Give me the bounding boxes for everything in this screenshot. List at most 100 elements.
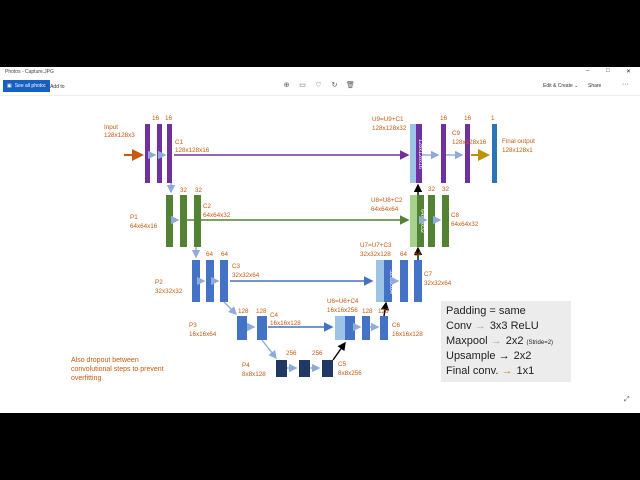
- minimize-icon[interactable]: –: [586, 68, 590, 74]
- see-all-label: See all photos: [14, 83, 47, 89]
- dropout-note: Also dropout between convolutional steps…: [71, 357, 164, 382]
- p4-block: [276, 360, 287, 377]
- c4-block: [257, 316, 267, 340]
- legend-padding: Padding = same: [446, 305, 526, 317]
- ch-16: 16: [152, 115, 160, 122]
- c9-shape: 128x128x16: [452, 139, 487, 146]
- u6-block: [345, 316, 355, 340]
- close-icon[interactable]: ✕: [626, 69, 632, 75]
- favorite-icon[interactable]: ♡: [315, 82, 322, 89]
- c6-block-a: [362, 316, 370, 340]
- more-options-icon[interactable]: ···: [622, 81, 629, 88]
- edit-create-label: Edit & Create: [543, 83, 573, 89]
- c7-block-b: [414, 260, 422, 302]
- p4-label: P4: [242, 362, 250, 369]
- rotate-icon[interactable]: ↻: [331, 82, 338, 89]
- c3-block-a: [206, 260, 214, 302]
- title-bar: Photos - Capture.JPG – □ ✕: [0, 67, 640, 77]
- delete-icon[interactable]: 🗑: [346, 82, 355, 89]
- expand-icon[interactable]: ⤢: [624, 396, 630, 403]
- ch-1: 1: [491, 115, 495, 122]
- ch-128: 128: [238, 308, 249, 315]
- legend-box: Padding = same Conv → 3x3 ReLU Maxpool →…: [441, 301, 571, 382]
- legend-maxpool-value: 2x2: [505, 335, 524, 347]
- edit-create-button[interactable]: Edit & Create ⌄: [543, 83, 579, 89]
- ch-32: 32: [195, 187, 203, 194]
- c7-shape: 32x32x64: [424, 280, 452, 287]
- c3-shape: 32x32x64: [232, 272, 260, 279]
- share-label: Share: [588, 83, 602, 89]
- u8-block-skip: [410, 195, 417, 247]
- maximize-icon[interactable]: □: [606, 68, 610, 74]
- p2-block: [192, 260, 200, 302]
- output-block: [492, 124, 497, 183]
- add-to-button[interactable]: + Add to: [44, 83, 65, 90]
- p1-block: [166, 195, 173, 247]
- c8-block-b: [442, 195, 449, 247]
- c9-block-b: [465, 124, 470, 183]
- ch-64: 64: [414, 251, 422, 258]
- c8-shape: 64x64x32: [451, 221, 479, 228]
- v7-label: 32x32x64: [388, 270, 394, 294]
- legend-maxpool: Maxpool → 2x2 (Stride=2): [446, 335, 553, 347]
- ch-64: 64: [206, 251, 214, 258]
- u7-block: [384, 260, 392, 302]
- pool-arrow: [261, 339, 277, 360]
- legend-final-label: Final conv.: [446, 365, 499, 377]
- ch-256: 256: [312, 350, 323, 357]
- legend-conv-label: Conv: [446, 320, 472, 332]
- c5-block-b: [322, 360, 333, 377]
- slideshow-icon[interactable]: ▭: [299, 82, 306, 89]
- p4-shape: 8x8x128: [242, 371, 266, 378]
- see-all-photos-button[interactable]: ▣ See all photos: [3, 80, 51, 92]
- v8-label: 64x64x32: [419, 209, 425, 233]
- share-button[interactable]: Share: [588, 83, 601, 89]
- legend-maxpool-label: Maxpool: [446, 335, 488, 347]
- zoom-icon[interactable]: ⊕: [283, 82, 290, 89]
- input-label: Input: [104, 124, 118, 131]
- black-arrow-icon: →: [498, 350, 510, 362]
- pool-arrow: [223, 301, 237, 315]
- u9-block-skip: [410, 124, 416, 183]
- window-title: Photos - Capture.JPG: [5, 69, 54, 75]
- final-output-shape: 128x128x1: [502, 147, 533, 154]
- c9-label: C9: [452, 130, 461, 137]
- p1-label: P1: [130, 214, 138, 221]
- p3-shape: 16x16x64: [189, 331, 217, 338]
- ch-16: 16: [165, 115, 173, 122]
- c6-block-b: [380, 316, 388, 340]
- c1-shape: 128x128x16: [175, 147, 210, 154]
- u7-shape: 32x32x128: [360, 251, 391, 258]
- legend-upsample-value: 2x2: [513, 350, 532, 362]
- u9-label: U9=U9+C1: [372, 116, 404, 123]
- u9-shape: 128x128x32: [372, 125, 407, 132]
- c7-label: C7: [424, 271, 433, 278]
- ch-32: 32: [442, 186, 450, 193]
- p2-label: P2: [155, 279, 163, 286]
- c6-shape: 16x16x128: [392, 331, 423, 338]
- legend-conv-value: 3x3 ReLU: [489, 320, 539, 332]
- ch-128: 128: [378, 308, 389, 315]
- c3-block-b: [220, 260, 228, 302]
- ch-16: 16: [464, 115, 472, 122]
- upsample-arrow: [380, 301, 390, 317]
- c5-label: C5: [338, 361, 347, 368]
- c5-shape: 8x8x256: [338, 370, 362, 377]
- legend-final: Final conv. → 1x1: [446, 365, 534, 377]
- legend-upsample-label: Upsample: [446, 350, 496, 362]
- gold-arrow-icon: →: [501, 365, 513, 377]
- v9-label: 128x128x16: [417, 139, 423, 169]
- ch-128: 128: [256, 308, 267, 315]
- u6-block-skip: [335, 316, 345, 340]
- legend-maxpool-note: (Stride=2): [526, 340, 554, 346]
- input-shape: 128x128x3: [104, 132, 135, 139]
- c4-label: C4: [270, 312, 279, 319]
- plus-icon: +: [44, 83, 49, 90]
- photos-icon: ▣: [7, 83, 12, 89]
- legend-final-value: 1x1: [516, 365, 535, 377]
- ch-128: 128: [362, 308, 373, 315]
- upsample-arrow: [332, 341, 346, 361]
- c3-label: C3: [232, 263, 241, 270]
- ch-256: 256: [286, 350, 297, 357]
